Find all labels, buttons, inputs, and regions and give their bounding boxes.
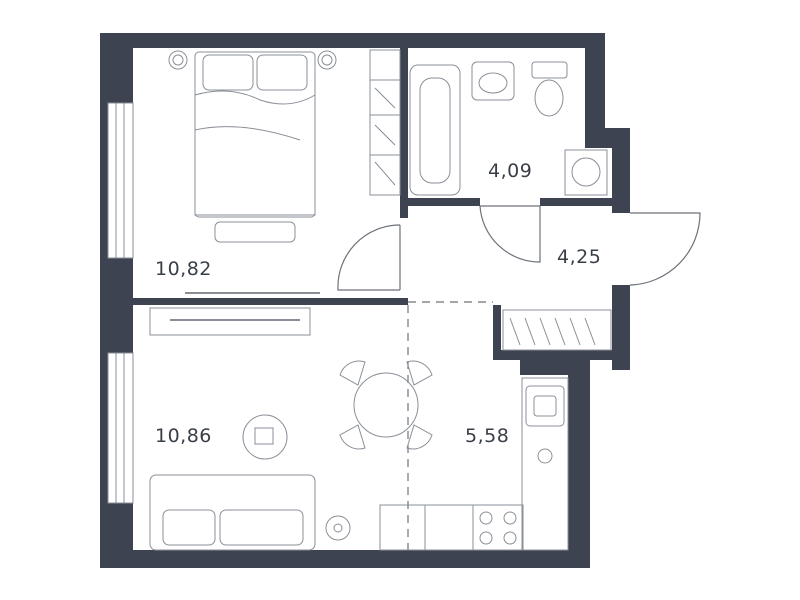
wall-bath-bottom <box>400 198 480 206</box>
wardrobe-bedroom <box>369 49 401 196</box>
wall-closet-left <box>493 305 501 360</box>
wall-bottom <box>100 550 585 568</box>
bathtub <box>409 64 461 196</box>
bathroom-fixtures <box>409 61 608 196</box>
wall-between-rooms <box>133 298 408 305</box>
room-area-hallway: 4,25 <box>557 246 602 268</box>
window-living <box>107 352 134 504</box>
pillow-right <box>256 54 308 91</box>
wall-bath-left <box>400 48 408 218</box>
chair-bottom-right <box>406 424 433 450</box>
wall-right-upper <box>585 33 605 133</box>
doors <box>337 205 701 550</box>
fridge <box>379 504 426 551</box>
dining-table <box>353 372 419 438</box>
duvet <box>194 90 316 216</box>
wall-top-left <box>100 33 400 48</box>
wall-top-right <box>400 33 605 48</box>
chair-bottom-left <box>339 424 366 450</box>
room-area-kitchen: 5,58 <box>465 425 510 447</box>
kitchen-fixtures <box>379 377 569 551</box>
door-entrance <box>629 212 701 286</box>
wall-right-bottom <box>568 355 590 568</box>
chair-top-left <box>339 360 366 386</box>
door-bedroom <box>337 224 401 291</box>
room-area-bedroom: 10,82 <box>155 258 212 280</box>
sink-bathroom <box>471 61 515 101</box>
toilet-bowl <box>534 79 564 117</box>
kitchen-faucet <box>537 448 553 464</box>
floor-lamp <box>325 515 351 541</box>
wall-bath-bottom-right <box>540 198 615 206</box>
nightstand-lamp-left <box>168 50 188 70</box>
door-bathroom <box>479 205 541 263</box>
duvet-fold <box>194 126 301 141</box>
windows <box>107 102 134 504</box>
tv-stand <box>149 307 311 336</box>
nightstand-lamp-right <box>317 50 337 70</box>
toilet-tank <box>531 61 568 79</box>
sofa <box>149 474 316 551</box>
room-area-living-room: 10,86 <box>155 425 212 447</box>
bedroom-furniture <box>168 49 401 294</box>
room-area-bathroom: 4,09 <box>488 160 533 182</box>
wall-right-lower <box>612 285 630 370</box>
window-bedroom <box>107 102 134 259</box>
washing-machine <box>564 149 608 196</box>
pillow-left <box>202 54 254 91</box>
wall-kitchen-step <box>520 355 590 375</box>
bed-mat <box>214 221 296 243</box>
chair-top-right <box>406 360 433 386</box>
kitchen-counter <box>521 377 569 551</box>
rug <box>242 414 288 460</box>
bed <box>194 51 316 218</box>
cabinet <box>424 504 474 551</box>
living-furniture <box>149 307 433 551</box>
walls <box>100 33 630 568</box>
kitchen-sink <box>525 385 565 427</box>
stove <box>472 504 524 551</box>
hallway-closet <box>502 309 612 351</box>
wall-right-mid <box>612 128 630 213</box>
